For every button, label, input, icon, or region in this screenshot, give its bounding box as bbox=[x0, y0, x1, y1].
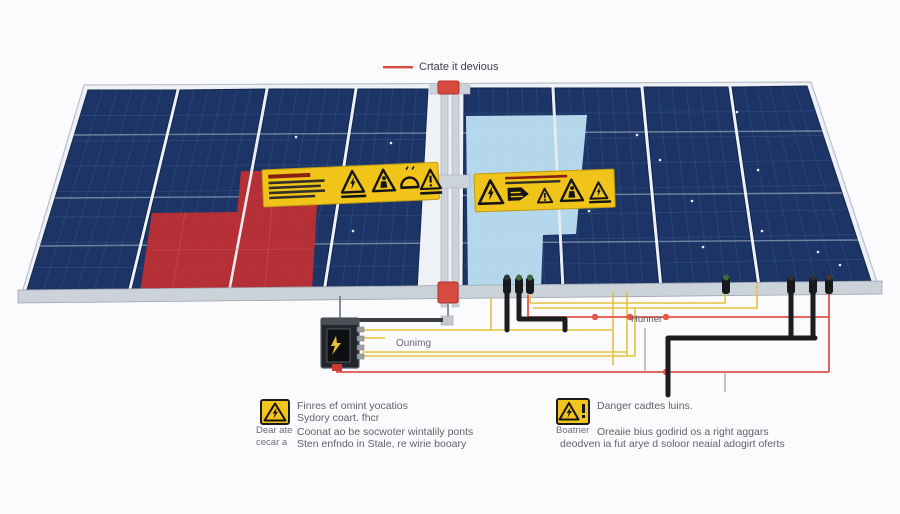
combiner-box-label: Ounimg bbox=[396, 338, 432, 349]
panel-glint bbox=[587, 209, 591, 213]
panel-glint bbox=[351, 229, 355, 233]
legend-label: Crtate it devious bbox=[419, 61, 499, 73]
rail-top-clamp bbox=[437, 80, 460, 95]
terminal-nubs bbox=[356, 326, 365, 360]
panel-warning-label-left bbox=[261, 161, 443, 208]
left-note-caption-2: cecar a bbox=[256, 437, 288, 448]
shock-person-warning-triangle-icon bbox=[371, 168, 397, 193]
electrical-hazard-warning-triangle-icon bbox=[556, 398, 590, 425]
wire-junction-label: Hunner bbox=[631, 314, 663, 325]
panel-glint bbox=[760, 229, 764, 233]
left-note-line-2: Sydory coart. fhcr bbox=[297, 412, 380, 424]
small-warning-triangle-icon bbox=[536, 187, 554, 204]
black-cables bbox=[504, 288, 818, 398]
high-voltage-warning-triangle-icon bbox=[260, 399, 290, 425]
bolt-glyph-icon bbox=[331, 336, 341, 355]
panel-glint bbox=[658, 158, 662, 162]
panel-glint bbox=[816, 250, 820, 254]
certified-warning-triangle-icon bbox=[589, 181, 609, 200]
panel-glint bbox=[294, 135, 298, 139]
lightning-warning-triangle-icon bbox=[477, 179, 505, 206]
shock-person-warning-triangle-icon bbox=[559, 178, 585, 203]
right-note-line-1: Danger cadtes luins. bbox=[597, 400, 693, 412]
panel-warning-label-right bbox=[473, 168, 616, 213]
panel-glint bbox=[735, 110, 739, 114]
combiner-box bbox=[320, 317, 365, 371]
cable-connectors bbox=[503, 274, 833, 294]
red-wires bbox=[336, 294, 830, 373]
right-note-caption-1: Boatner bbox=[556, 425, 590, 436]
panel-glint bbox=[838, 263, 842, 267]
panel-glint bbox=[756, 168, 760, 172]
right-note-line-2: Oreaiie bius godirid os a right aggars bbox=[597, 425, 769, 438]
lightning-warning-triangle-icon bbox=[340, 169, 366, 194]
left-note-line-4: Sten enfndo in Stale, re wirie booary bbox=[297, 438, 467, 450]
legend-line-swatch bbox=[383, 66, 413, 69]
rail-bottom-clamp bbox=[437, 281, 459, 304]
panel-glint bbox=[389, 141, 393, 145]
general-warning-triangle-icon bbox=[419, 168, 443, 191]
hot-surface-dome-icon bbox=[400, 165, 420, 190]
left-note-line-1: Finres ef omint yocatios bbox=[297, 400, 408, 412]
wiring bbox=[336, 283, 830, 398]
right-note-line-3: deodven ia fut arye d soloor neaial adog… bbox=[560, 438, 785, 450]
center-rail bbox=[427, 80, 471, 326]
panel-glint bbox=[635, 133, 639, 137]
left-note-caption-1: Dear ate bbox=[256, 425, 293, 436]
panel-glint bbox=[690, 199, 694, 203]
panel-glint bbox=[701, 245, 705, 249]
read-manual-hand-icon bbox=[507, 187, 529, 201]
yellow-wires bbox=[362, 283, 758, 365]
left-note-line-3: Coonat ao be socwoter wintalily ponts bbox=[297, 425, 474, 438]
